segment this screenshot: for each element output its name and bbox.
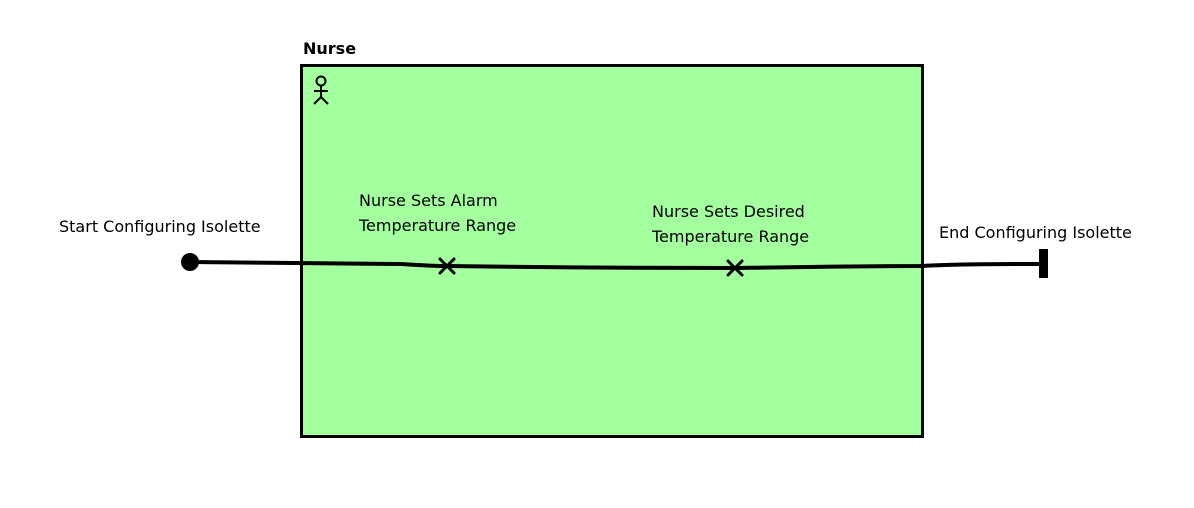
scenario-path xyxy=(188,260,1045,271)
step-2-label-line-2: Temperature Range xyxy=(652,227,810,246)
step-2-marker[interactable] xyxy=(726,259,744,277)
start-label: Start Configuring Isolette xyxy=(59,217,261,236)
step-1-label-line-1: Nurse Sets Alarm xyxy=(359,191,498,210)
step-2-label-line-1: Nurse Sets Desired xyxy=(652,202,805,221)
actor-icon xyxy=(313,75,329,105)
step-1-label-line-2: Temperature Range xyxy=(359,216,517,235)
lane-title: Nurse xyxy=(303,39,357,58)
nurse-lane-box[interactable] xyxy=(300,64,924,438)
start-point[interactable] xyxy=(181,253,199,271)
end-bar[interactable] xyxy=(1039,249,1048,278)
step-1-marker[interactable] xyxy=(438,257,456,275)
end-label: End Configuring Isolette xyxy=(939,223,1132,242)
